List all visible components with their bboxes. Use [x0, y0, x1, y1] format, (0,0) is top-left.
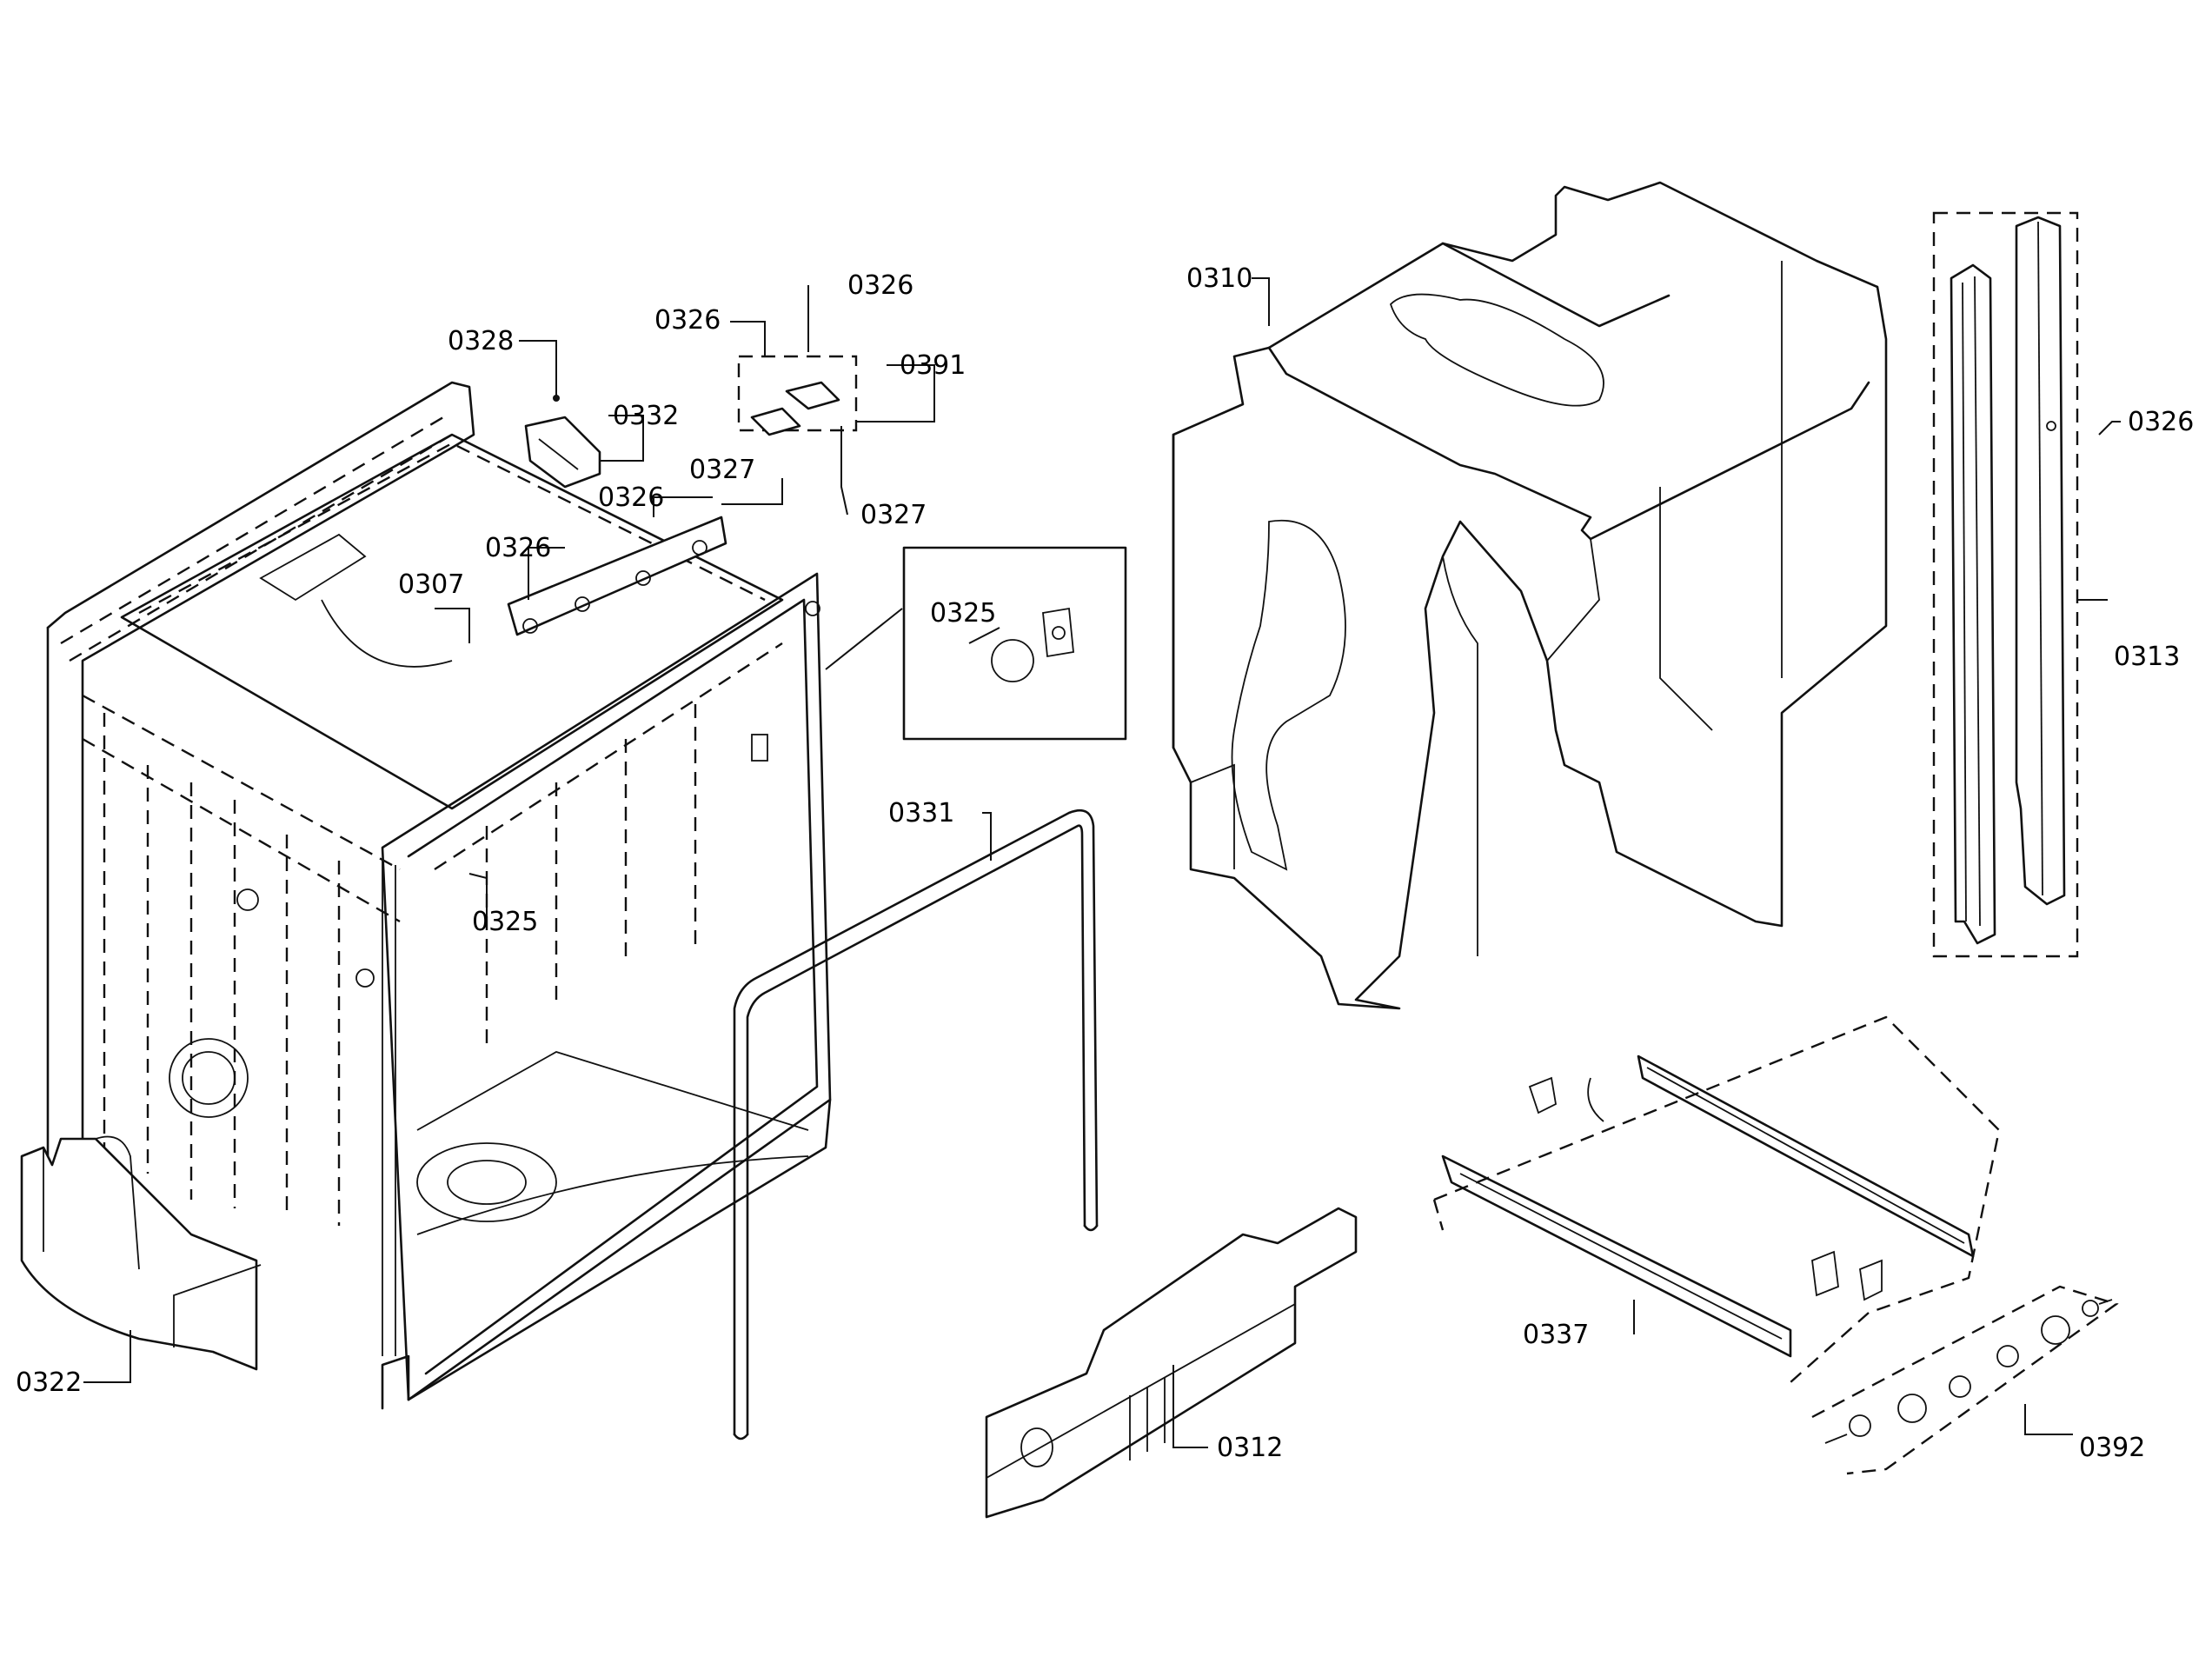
label-0392: 0392 [2079, 1433, 2145, 1463]
label-0331: 0331 [888, 798, 954, 828]
label-0325-tub: 0325 [472, 907, 538, 937]
label-0310: 0310 [1186, 263, 1252, 294]
label-0332: 0332 [613, 401, 679, 431]
label-0326-plate-left: 0326 [485, 533, 551, 563]
leader-lines [83, 277, 2121, 1448]
tub-assembly [46, 381, 832, 1410]
label-0326-top-right: 0326 [847, 270, 913, 301]
label-0391: 0391 [900, 350, 966, 381]
label-0307: 0307 [398, 569, 464, 600]
part-0331-gasket [733, 808, 1099, 1440]
label-0313: 0313 [2114, 642, 2180, 672]
label-0327-right: 0327 [860, 500, 927, 530]
part-0392-wheel-kit [1811, 1285, 2119, 1475]
label-0337: 0337 [1523, 1320, 1589, 1350]
label-0327-left: 0327 [689, 455, 755, 485]
part-0322-shield [20, 1135, 262, 1371]
label-0328: 0328 [448, 326, 514, 356]
label-0325-detail: 0325 [930, 598, 996, 629]
label-0326-top-left: 0326 [654, 305, 721, 336]
part-0312-foam [985, 1207, 1358, 1519]
label-0326-plate: 0326 [598, 482, 664, 513]
label-0312: 0312 [1217, 1433, 1283, 1463]
label-0326-trim: 0326 [2128, 407, 2194, 437]
callout-labels: 0328 0332 0326 0326 0391 0327 0327 0326 … [16, 263, 2194, 1463]
part-0313-side-trim [1932, 211, 2079, 958]
label-0322: 0322 [16, 1367, 82, 1398]
part-0310-insulation [1172, 181, 1888, 1010]
part-0337-rail-kit [1432, 1015, 2001, 1383]
hinge-parts [507, 355, 1127, 741]
